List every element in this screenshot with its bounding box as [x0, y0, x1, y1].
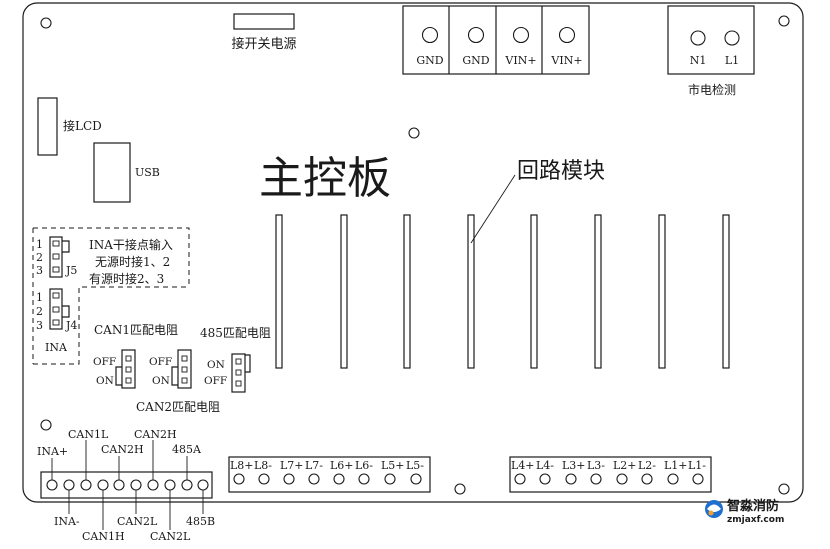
mounting-hole-top-left [40, 17, 52, 29]
loop-right-l4m: L4- [536, 459, 554, 472]
loop-module-label: 回路模块 [517, 159, 605, 184]
loop-right-l2m: L2- [638, 459, 656, 472]
loop-left-l8p: L8+ [230, 459, 254, 472]
loop-left-l7m: L7- [305, 459, 323, 472]
loop-left-l6p: L6+ [330, 459, 354, 472]
label-can2l-1: CAN2L [117, 515, 158, 528]
top-terminal-block: GND GND VIN+ VIN+ [402, 5, 590, 75]
mounting-hole-top-right [778, 15, 790, 27]
loop-right-l1m: L1- [688, 459, 706, 472]
mains-detection-label: 市电检测 [688, 82, 736, 97]
watermark-text-url: zmjaxf.com [727, 515, 784, 525]
can2-jumper [171, 349, 192, 389]
comm-leaders-bottom [68, 490, 204, 530]
ina-note-line3: 有源时接2、3 [89, 271, 164, 286]
label-can2l-2: CAN2L [150, 530, 191, 543]
comm-leaders-top [51, 440, 188, 480]
j5-pin-2: 2 [36, 251, 43, 264]
loop-left-l8m: L8- [254, 459, 272, 472]
j4-pin-2: 2 [36, 305, 43, 318]
usb-label: USB [135, 166, 160, 179]
can1-resistor-label: CAN1匹配电阻 [94, 323, 178, 337]
terminal-gnd-2: GND [462, 54, 489, 67]
loop-right-l3m: L3- [587, 459, 605, 472]
j5-header [49, 236, 70, 278]
board-outline [22, 2, 804, 503]
label-can2h-1: CAN2H [101, 443, 144, 456]
j5-label: J5 [65, 264, 77, 277]
loop-left-l7p: L7+ [280, 459, 304, 472]
label-485b: 485B [186, 515, 215, 528]
loop-terminal-block-right [509, 456, 712, 493]
ina-label: INA [45, 341, 68, 354]
usb-connector [93, 142, 131, 203]
j4-label: J4 [65, 319, 77, 332]
terminal-l1: L1 [725, 54, 739, 67]
terminal-n1: N1 [690, 54, 707, 67]
loop-terminal-block-left [228, 456, 431, 493]
lcd-connector [37, 97, 58, 156]
label-ina-minus: INA- [54, 515, 80, 528]
mounting-hole-center [408, 127, 420, 139]
board-title: 主控板 [259, 153, 391, 204]
rs485-resistor-label: 485匹配电阻 [200, 326, 271, 340]
loop-right-l3p: L3+ [562, 459, 586, 472]
loop-left-l6m: L6- [355, 459, 373, 472]
mounting-hole-bottom-middle [454, 483, 466, 495]
loop-left-l5m: L5- [406, 459, 424, 472]
j4-pin-3: 3 [36, 319, 43, 332]
switch-power-label: 接开关电源 [231, 36, 296, 52]
label-can1l: CAN1L [68, 428, 109, 441]
j5-pin-3: 3 [36, 264, 43, 277]
rs485-jumper [231, 353, 251, 393]
can1-on-label: ON [96, 375, 114, 387]
label-ina-plus: INA+ [37, 445, 68, 458]
ina-dashed-region [32, 227, 190, 365]
mains-detection-block: N1 L1 [667, 5, 755, 75]
loop-module-slots [275, 214, 730, 369]
lcd-label: 接LCD [63, 118, 102, 133]
loop-right-l4p: L4+ [511, 459, 535, 472]
mounting-hole-bottom-left [40, 419, 52, 431]
ina-note-title: INA干接点输入 [89, 237, 173, 252]
rs485-on-label: ON [207, 359, 225, 371]
terminal-gnd-1: GND [416, 54, 443, 67]
can2-resistor-label: CAN2匹配电阻 [136, 400, 220, 414]
can2-off-label: OFF [149, 356, 172, 368]
comm-terminal-block [40, 471, 213, 499]
loop-right-l1p: L1+ [664, 459, 688, 472]
terminal-vin-1: VIN+ [504, 54, 536, 67]
mounting-hole-bottom-right [778, 483, 790, 495]
terminal-vin-2: VIN+ [550, 54, 582, 67]
loop-module-pointer [470, 174, 516, 244]
ina-note-line2: 无源时接1、2 [95, 254, 170, 269]
label-can1h: CAN1H [82, 530, 125, 543]
loop-left-l5p: L5+ [381, 459, 405, 472]
j4-header [49, 288, 70, 330]
j4-pin-1: 1 [36, 291, 43, 304]
can2-on-label: ON [152, 375, 170, 387]
rs485-off-label: OFF [204, 375, 227, 387]
switch-power-connector [233, 13, 295, 30]
loop-right-l2p: L2+ [613, 459, 637, 472]
label-can2h-2: CAN2H [134, 428, 177, 441]
watermark: 智淼消防 zmjaxf.com [705, 498, 784, 525]
can1-jumper [115, 349, 136, 389]
can1-off-label: OFF [93, 356, 116, 368]
label-485a: 485A [172, 443, 202, 456]
watermark-text-cn: 智淼消防 [727, 498, 779, 514]
j5-pin-1: 1 [36, 238, 43, 251]
